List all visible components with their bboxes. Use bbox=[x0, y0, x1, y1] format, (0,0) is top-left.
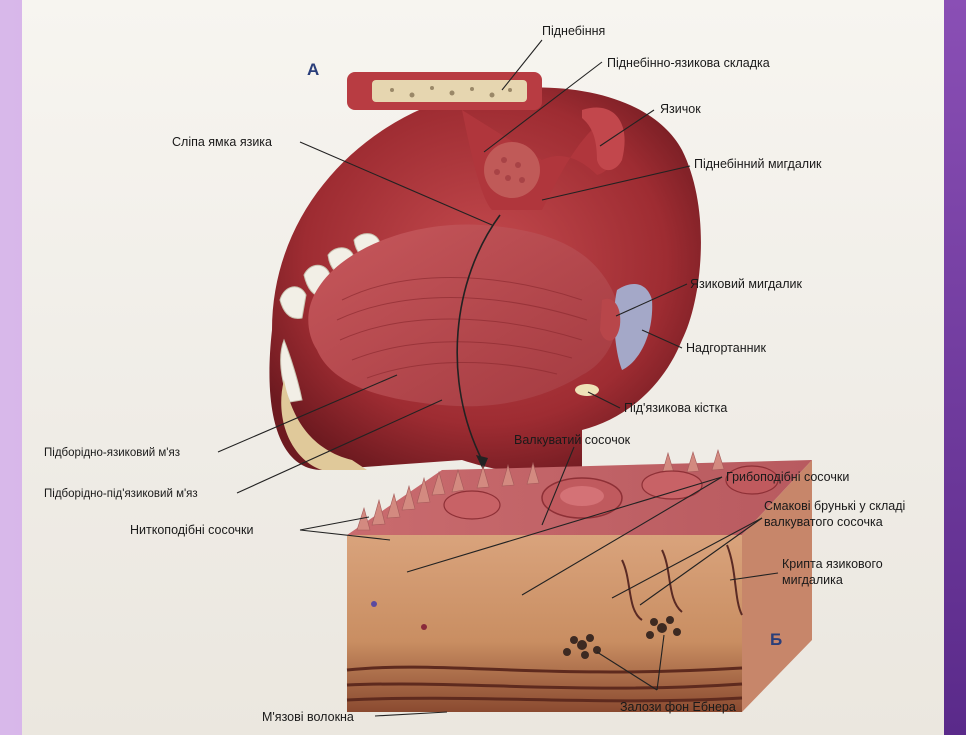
slide-edge bbox=[944, 0, 966, 735]
label-vallate-papilla: Валкуватий сосочок bbox=[514, 433, 631, 447]
label-lingual-tonsil: Язиковий мигдалик bbox=[690, 277, 802, 291]
label-foramen-cecum: Сліпа ямка язика bbox=[172, 135, 272, 149]
label-taste-buds-line1: Смакові брунькі у складі bbox=[764, 499, 905, 513]
palate-bone bbox=[372, 80, 527, 102]
panel-a-letter: А bbox=[307, 60, 319, 79]
label-genioglossus: Підборідно-язиковий м'яз bbox=[44, 447, 180, 459]
label-uvula: Язичок bbox=[660, 102, 701, 116]
label-palatoglossal-fold: Піднебінно-язикова складка bbox=[607, 56, 770, 70]
label-crypt-line2: мигдалика bbox=[782, 573, 843, 587]
panel-b-letter: Б bbox=[770, 630, 782, 649]
palatine-tonsil bbox=[484, 142, 540, 198]
hyoid-bone bbox=[575, 384, 599, 396]
label-geniohyoid: Підборідно-під'язиковий м'яз bbox=[44, 488, 198, 500]
label-hyoid-bone: Під'язикова кістка bbox=[624, 401, 727, 415]
label-fungiform-papillae: Грибоподібні сосочки bbox=[726, 470, 849, 484]
textbook-page: А Б Піднебіння Піднебінно-язикова складк… bbox=[22, 0, 944, 735]
label-crypt-line1: Крипта язикового bbox=[782, 557, 883, 571]
tongue-anatomy-illustration: А Б Піднебіння Піднебінно-язикова складк… bbox=[22, 0, 944, 735]
tongue-surface-block bbox=[347, 450, 812, 712]
label-palate: Піднебіння bbox=[542, 24, 605, 38]
label-epiglottis: Надгортанник bbox=[686, 341, 767, 355]
label-filiform-papillae: Ниткоподібні сосочки bbox=[130, 523, 254, 537]
label-ebner-glands: Залози фон Ебнера bbox=[620, 700, 736, 714]
label-palatine-tonsil: Піднебінний мигдалик bbox=[694, 157, 822, 171]
label-taste-buds-line2: валкуватого сосочка bbox=[764, 515, 883, 529]
label-muscle-fibers: М'язові волокна bbox=[262, 710, 354, 724]
